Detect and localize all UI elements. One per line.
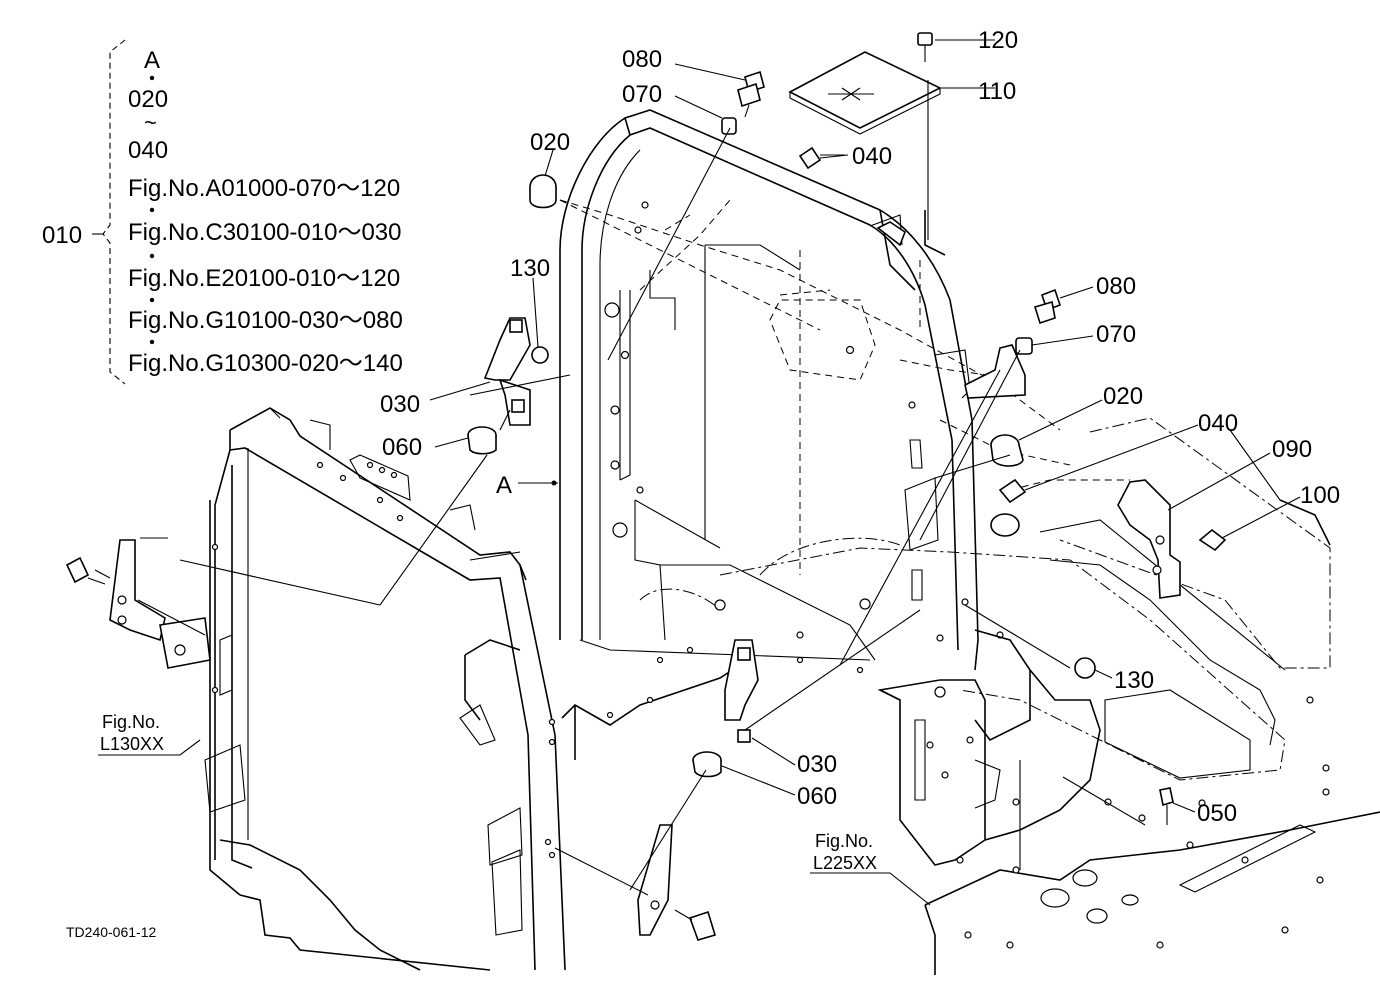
callout-040-right: 040 <box>1198 410 1238 437</box>
grommet-130-left <box>531 346 549 364</box>
assembly-lines <box>87 127 1071 891</box>
bracket-030-left <box>483 317 531 426</box>
callout-090: 090 <box>1272 436 1312 463</box>
figure-references: Fig.No. L130XX Fig.No. L225XX <box>100 712 877 873</box>
callout-050: 050 <box>1197 800 1237 827</box>
bushing-020-left <box>529 174 557 209</box>
bushing-020-right <box>990 434 1024 467</box>
leader-lines <box>94 39 1301 921</box>
group-brace <box>92 39 155 385</box>
group-ref-2: Fig.No.C30100-010～030 <box>128 219 402 246</box>
callout-030-bottom: 030 <box>797 751 837 778</box>
callout-080-right: 080 <box>1096 273 1136 300</box>
floor-plate <box>924 811 1380 975</box>
fig-ref-right-line1: Fig.No. <box>815 831 873 851</box>
door-bracket-left <box>65 539 211 669</box>
callout-060-bottom: 060 <box>797 783 837 810</box>
callout-130-right: 130 <box>1114 667 1154 694</box>
screw-120 <box>917 32 933 62</box>
group-ref-1: Fig.No.A01000-070～120 <box>128 175 400 202</box>
callout-070-right: 070 <box>1096 321 1136 348</box>
bracket-090 <box>1117 479 1181 599</box>
knob <box>990 513 1020 537</box>
damper-060-left <box>467 426 497 455</box>
callout-040-top: 040 <box>852 143 892 170</box>
grommet-130-right <box>1074 657 1096 679</box>
door-bracket-bottom <box>637 824 717 941</box>
right-bracket-assembly <box>877 629 1101 870</box>
bolt-040-right <box>998 478 1027 504</box>
callout-120: 120 <box>978 27 1018 54</box>
callout-110: 110 <box>978 78 1016 105</box>
drawing-id: TD240-061-12 <box>66 924 156 940</box>
group-range-start: 020 <box>128 86 168 113</box>
bracket-upper-right <box>964 344 1026 399</box>
screw-100 <box>1198 528 1227 552</box>
bracket-030-bottom <box>724 639 759 743</box>
callout-030-left: 030 <box>380 391 420 418</box>
callout-020-left: 020 <box>530 129 570 156</box>
hidden-lines <box>559 199 1130 575</box>
callout-080-top: 080 <box>622 46 662 73</box>
group-ref-4: Fig.No.G10100-030～080 <box>128 307 403 334</box>
bolt-050 <box>1159 787 1174 825</box>
damper-060-bottom <box>692 751 722 778</box>
bolt-080-right <box>1033 288 1062 325</box>
floor-outline <box>639 417 1331 781</box>
right-console <box>1229 429 1331 546</box>
rear-frame-010 <box>559 109 979 671</box>
cover-plate-110 <box>788 51 942 135</box>
fig-ref-left-line2: L130XX <box>100 734 164 754</box>
callout-A: A <box>496 472 512 499</box>
floor-holes <box>714 598 1330 864</box>
spacer-070-top <box>721 117 737 135</box>
spacer-070-right <box>1015 337 1033 355</box>
callout-130-left: 130 <box>510 255 550 282</box>
door-frame <box>204 407 566 971</box>
bolt-040-top <box>798 146 845 170</box>
group-range-tilde: ~ <box>144 110 157 135</box>
group-ref-5: Fig.No.G10300-020～140 <box>128 350 403 377</box>
callout-100: 100 <box>1300 482 1340 509</box>
callout-060-left: 060 <box>382 434 422 461</box>
pillar <box>924 80 971 399</box>
fig-ref-right-line2: L225XX <box>813 853 877 873</box>
callouts: 080 070 020 040 120 110 130 030 060 A 08… <box>380 27 1340 827</box>
group-header: A <box>144 47 160 74</box>
frame-tab <box>876 221 906 247</box>
callout-070-top: 070 <box>622 81 662 108</box>
floor-left <box>459 639 864 760</box>
bolt-080-top <box>737 70 765 118</box>
group-label: 010 <box>42 222 82 249</box>
group-ref-3: Fig.No.E20100-010～120 <box>128 265 400 292</box>
callout-020-right: 020 <box>1103 383 1143 410</box>
group-range-end: 040 <box>128 137 168 164</box>
fig-ref-left-line1: Fig.No. <box>102 712 160 732</box>
